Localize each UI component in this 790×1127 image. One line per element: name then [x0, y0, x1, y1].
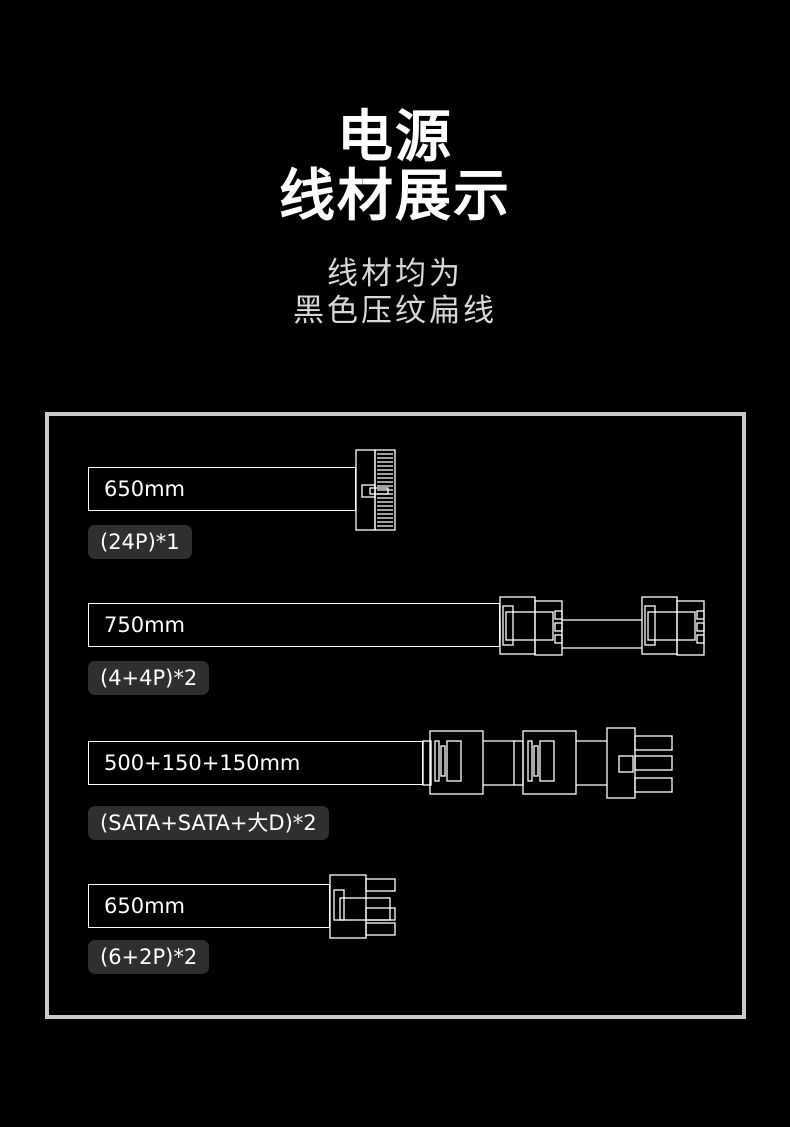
cable-spec-badge: (4+4P)*2: [88, 661, 210, 695]
subtitle-line-1: 线材均为: [327, 256, 463, 292]
cable-spec-badge: (24P)*1: [88, 525, 192, 559]
sata-connector-icon: [422, 730, 514, 795]
title-line-2: 线材展示: [279, 164, 511, 229]
sata-connector-icon: [513, 730, 607, 795]
4plus4p-connector-icon: [641, 596, 705, 656]
cable-spec-badge: (SATA+SATA+大D)*2: [88, 806, 329, 840]
24p-connector-icon: [355, 449, 396, 531]
title-line-1: 电源: [337, 105, 453, 170]
cable-length-label: 750mm: [88, 603, 500, 647]
cable-length-label: 500+150+150mm: [88, 741, 423, 785]
cable-showcase-frame: [45, 412, 746, 1019]
4plus4p-connector-icon: [499, 596, 642, 656]
subtitle-line-2: 黑色压纹扁线: [293, 293, 497, 329]
molex-connector-icon: [606, 727, 673, 799]
6plus2p-connector-icon: [329, 874, 396, 939]
cable-spec-badge: (6+2P)*2: [88, 940, 210, 974]
